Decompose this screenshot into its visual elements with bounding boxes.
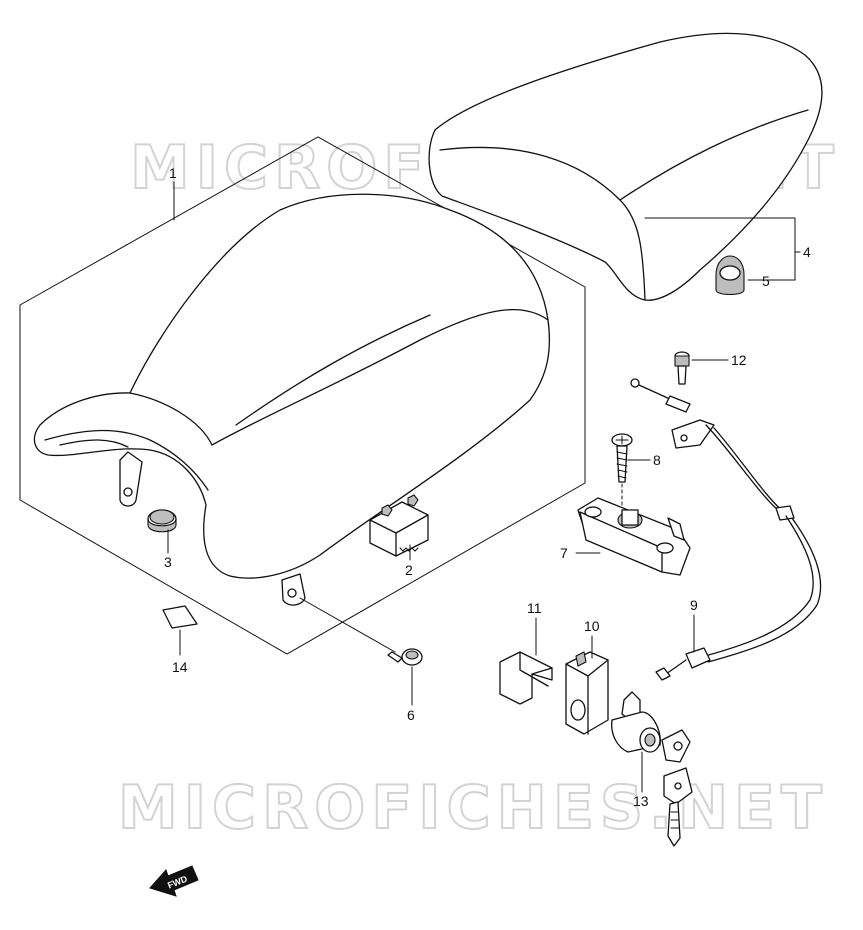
- lock-bracket[interactable]: [565, 651, 609, 735]
- callout-1: 1: [169, 165, 177, 181]
- seat-group-frame: [19, 136, 586, 655]
- cable-bolt[interactable]: [674, 351, 690, 385]
- seat-rear[interactable]: [428, 32, 823, 301]
- screw[interactable]: [611, 433, 633, 483]
- seat-lock-assembly[interactable]: [577, 497, 691, 576]
- callout-5: 5: [762, 273, 770, 289]
- callout-14: 14: [172, 659, 188, 675]
- callout-9: 9: [690, 597, 698, 613]
- label[interactable]: [162, 605, 198, 629]
- watermark-bottom: MICROFICHES.NET: [118, 773, 828, 843]
- callout-2: 2: [405, 562, 413, 578]
- seat-damper[interactable]: [147, 509, 177, 533]
- lock-clip[interactable]: [499, 651, 553, 705]
- leader-lines: [167, 181, 801, 793]
- callout-7: 7: [560, 545, 568, 561]
- seat-lock-cylinder-and-key[interactable]: [611, 691, 693, 847]
- fwd-arrow-icon: [149, 865, 199, 897]
- callout-11: 11: [527, 600, 542, 616]
- seat-cushion-block[interactable]: [369, 494, 429, 557]
- callout-12: 12: [731, 352, 747, 368]
- callout-4: 4: [803, 244, 811, 260]
- callout-10: 10: [584, 618, 600, 634]
- seat-lock-cable[interactable]: [630, 378, 822, 681]
- callout-13: 13: [633, 793, 649, 809]
- callout-8: 8: [653, 452, 661, 468]
- rear-seat-cushion[interactable]: [715, 255, 745, 296]
- callout-6: 6: [407, 707, 415, 723]
- bolt[interactable]: [387, 648, 423, 666]
- callout-3: 3: [164, 554, 172, 570]
- bolt-leader: [299, 597, 396, 653]
- fwd-badge: FWD: [149, 865, 199, 897]
- seat-front[interactable]: [33, 193, 551, 606]
